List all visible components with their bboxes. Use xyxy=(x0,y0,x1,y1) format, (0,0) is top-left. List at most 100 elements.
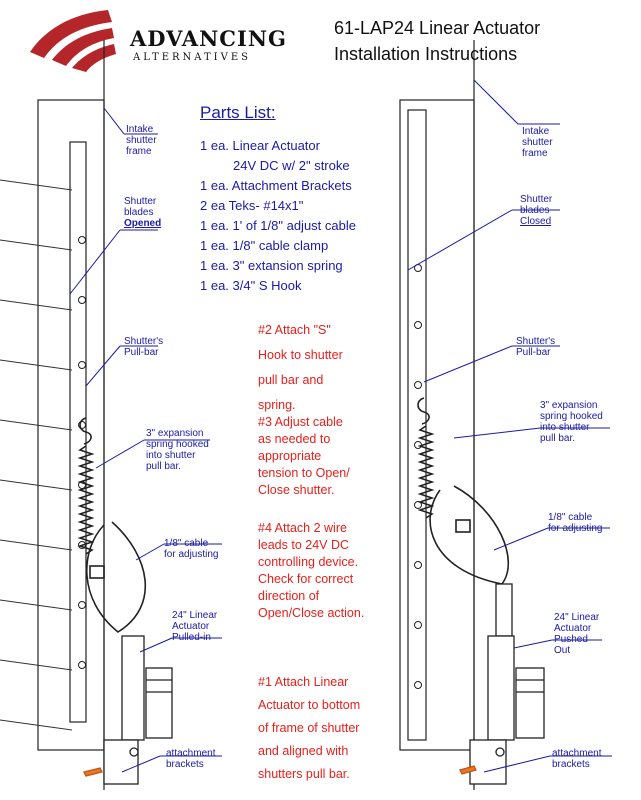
label-line: shutter xyxy=(522,137,553,148)
label-line: 1/8" cable xyxy=(548,512,593,523)
left-label-actuator: 24" Linear Actuator Pulled-in xyxy=(172,610,217,643)
label-line: Shutter's xyxy=(124,336,164,347)
right-cable-icon xyxy=(429,485,510,585)
step-1-line: and aligned with xyxy=(258,744,349,758)
parts-item: 1 ea. Attachment Brackets xyxy=(200,178,352,193)
label-line: Pull-bar xyxy=(124,347,159,358)
step-4-line: direction of xyxy=(258,589,320,603)
brand-name: ADVANCING xyxy=(130,26,287,51)
left-pull-bar-holes xyxy=(78,236,86,669)
label-line: frame xyxy=(126,146,152,157)
label-line: attachment xyxy=(166,748,216,759)
step-4-line: controlling device. xyxy=(258,555,359,569)
label-line: Actuator xyxy=(554,623,592,634)
step-1-line: #1 Attach Linear xyxy=(258,675,349,689)
label-line: Shutter xyxy=(520,194,553,205)
label-line: frame xyxy=(522,148,548,159)
step-4-line: Open/Close action. xyxy=(258,606,365,620)
label-line: Pushed xyxy=(554,634,588,645)
left-label-intake: Intake shutter frame xyxy=(126,124,157,157)
parts-list: 1 ea. Linear Actuator 24V DC w/ 2" strok… xyxy=(200,136,356,296)
right-label-cable: 1/8" cable for adjusting xyxy=(548,512,602,534)
label-line: Pull-bar xyxy=(516,347,551,358)
label-line: 3" expansion xyxy=(146,428,204,439)
label-line: Intake xyxy=(126,124,154,135)
label-line: Actuator xyxy=(172,621,210,632)
parts-list-heading: Parts List: xyxy=(200,103,276,122)
step-1-line: shutters pull bar. xyxy=(258,767,350,781)
label-line: pull bar. xyxy=(540,433,576,444)
left-label-brackets: attachment brackets xyxy=(166,748,215,770)
label-line: into shutter xyxy=(540,422,590,433)
parts-item: 24V DC w/ 2" stroke xyxy=(233,158,350,173)
step-3-line: #3 Adjust cable xyxy=(258,415,343,429)
step-3-line: Close shutter. xyxy=(258,483,335,497)
label-line: Closed xyxy=(520,216,552,227)
parts-item: 1 ea. 1' of 1/8" adjust cable xyxy=(200,218,356,233)
parts-item: 2 ea Teks- #14x1" xyxy=(200,198,304,213)
label-line: spring hooked xyxy=(540,411,603,422)
label-line: 3" expansion xyxy=(540,400,598,411)
right-shutter-frame xyxy=(399,40,475,790)
step-2-line: pull bar and xyxy=(258,373,324,387)
label-line: Pulled-in xyxy=(172,632,211,643)
step-2-line: #2 Attach "S" xyxy=(258,323,331,337)
left-label-spring: 3" expansion spring hooked into shutter … xyxy=(146,428,209,472)
label-line: brackets xyxy=(166,759,204,770)
step-1: #1 Attach Linear Actuator to bottom of f… xyxy=(258,674,360,783)
label-line: into shutter xyxy=(146,450,196,461)
label-line: attachment xyxy=(552,748,602,759)
left-shutter-frame xyxy=(37,40,105,790)
label-line: brackets xyxy=(552,759,590,770)
right-spring-icon xyxy=(417,397,435,519)
step-3-line: appropriate xyxy=(258,449,322,463)
step-2: #2 Attach "S" Hook to shutter pull bar a… xyxy=(258,322,343,414)
label-line: 1/8" cable xyxy=(164,538,209,549)
logo-icon xyxy=(30,10,116,72)
step-2-line: Hook to shutter xyxy=(258,348,343,362)
brand-subtitle: ALTERNATIVES xyxy=(133,52,251,63)
label-line: spring hooked xyxy=(146,439,209,450)
parts-item: 1 ea. Linear Actuator xyxy=(200,138,320,153)
label-line: 24" Linear xyxy=(172,610,218,621)
step-4: #4 Attach 2 wire leads to 24V DC control… xyxy=(258,520,364,622)
right-label-intake: Intake shutter frame xyxy=(522,126,553,159)
right-label-actuator: 24" Linear Actuator Pushed Out xyxy=(554,612,599,656)
step-4-line: #4 Attach 2 wire xyxy=(258,521,347,535)
leader-lines xyxy=(69,79,612,773)
right-label-spring: 3" expansion spring hooked into shutter … xyxy=(540,400,603,444)
left-spring-icon xyxy=(77,417,95,555)
label-line: Shutter's xyxy=(516,336,556,347)
right-pull-bar-holes xyxy=(414,264,422,689)
step-1-line: of frame of shutter xyxy=(258,721,360,735)
label-line: for adjusting xyxy=(548,523,603,534)
document-subtitle: Installation Instructions xyxy=(334,44,518,64)
step-1-line: Actuator to bottom xyxy=(258,698,361,712)
label-line: Out xyxy=(554,645,571,656)
parts-item: 1 ea. 3/4" S Hook xyxy=(200,278,302,293)
step-4-line: Check for correct xyxy=(258,572,354,586)
label-line: pull bar. xyxy=(146,461,182,472)
right-label-blades: Shutter blades Closed xyxy=(520,194,552,227)
left-label-cable: 1/8" cable for adjusting xyxy=(164,538,218,560)
right-label-pullbar: Shutter's Pull-bar xyxy=(516,336,555,358)
parts-item: 1 ea. 3" extansion spring xyxy=(200,258,343,273)
label-line: blades xyxy=(520,205,550,216)
label-line: Opened xyxy=(124,218,162,229)
step-3: #3 Adjust cable as needed to appropriate… xyxy=(258,414,350,499)
left-shutter-blades xyxy=(0,179,73,731)
left-label-pullbar: Shutter's Pull-bar xyxy=(124,336,163,358)
step-3-line: tension to Open/ xyxy=(258,466,350,480)
step-2-line: spring. xyxy=(258,398,296,412)
right-actuator-icon xyxy=(459,583,545,785)
label-line: blades xyxy=(124,207,154,218)
label-line: shutter xyxy=(126,135,157,146)
left-label-blades: Shutter blades Opened xyxy=(124,196,161,229)
label-line: Intake xyxy=(522,126,550,137)
right-label-brackets: attachment brackets xyxy=(552,748,601,770)
step-3-line: as needed to xyxy=(258,432,331,446)
label-line: for adjusting xyxy=(164,549,219,560)
parts-item: 1 ea. 1/8" cable clamp xyxy=(200,238,329,253)
